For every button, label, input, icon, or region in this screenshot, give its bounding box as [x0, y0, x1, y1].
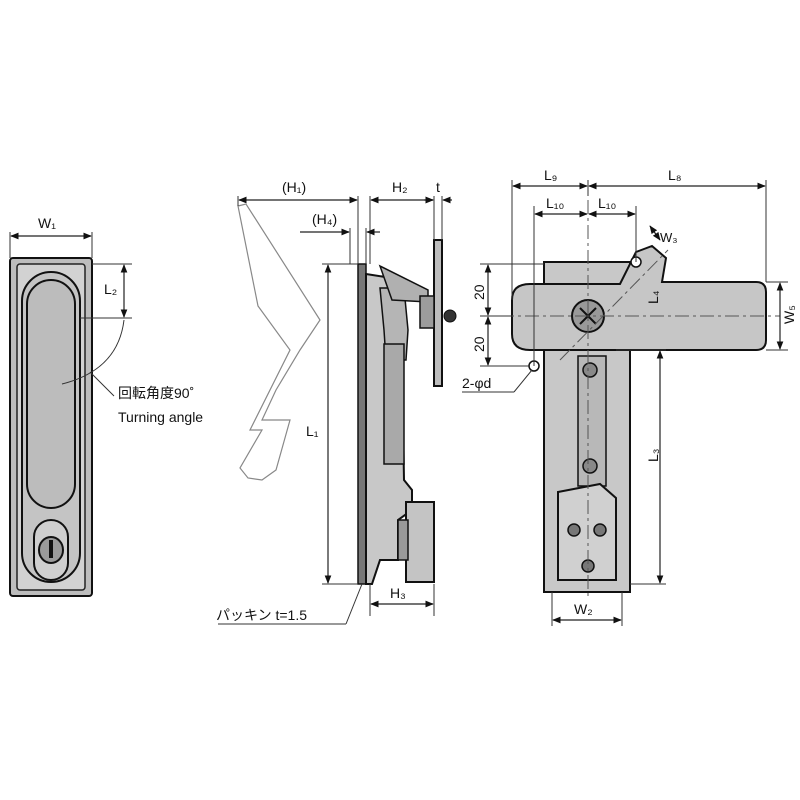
h2-label: H₂: [392, 179, 408, 195]
turning-angle-en-label: Turning angle: [118, 409, 203, 425]
turning-angle-arc: [61, 319, 125, 385]
side-shaft: [419, 295, 435, 329]
lock-screw-1: [567, 523, 581, 537]
side-view: (H₁) H₂ t (H₄) L₁ H₃ パッキン t=1.5: [216, 179, 457, 625]
back-lock-plate: [557, 482, 617, 581]
w5-label: W₅: [781, 305, 797, 324]
dim20-bottom-label: 20: [471, 336, 487, 352]
packing-leader: [345, 583, 363, 625]
w2-label: W₂: [574, 601, 593, 617]
h1-label: (H₁): [282, 179, 306, 195]
hole-label: 2-φd: [462, 375, 491, 391]
l2-label: L₂: [104, 281, 117, 297]
turning-angle-leader: [89, 371, 115, 397]
side-nut: [443, 309, 457, 323]
l3-label: L₃: [645, 449, 661, 463]
side-latch-plate: [433, 239, 443, 387]
front-handle: [26, 279, 76, 509]
turning-angle-jp-label: 回転角度90˚: [118, 385, 194, 401]
front-view: W₁ L₂ 回転角度90˚ Turning angle: [9, 215, 203, 597]
t-label: t: [436, 179, 440, 195]
packing-plate: [357, 263, 367, 585]
h4-label: (H₄): [312, 211, 337, 227]
l9-label: L₉: [544, 167, 557, 183]
lock-screw-2: [593, 523, 607, 537]
l1-label: L₁: [306, 423, 319, 439]
back-rivet-bottom: [582, 458, 598, 474]
center-line-diagonal: [559, 249, 669, 361]
w3-dim-line: [649, 225, 661, 241]
l10-left-label: L₁₀: [546, 195, 565, 211]
hole-leader: [513, 369, 533, 393]
side-lock-case: [405, 501, 435, 583]
l10-right-label: L₁₀: [598, 195, 617, 211]
packing-label: パッキン t=1.5: [216, 607, 307, 623]
back-view: L₉ L₈ L₁₀ L₁₀ W₃ 20 20 L₄ W₅ 2-φd: [462, 167, 797, 626]
key-slot: [49, 540, 53, 558]
h3-label: H₃: [390, 585, 406, 601]
side-lock-cylinder: [397, 519, 409, 561]
dim20-top-label: 20: [471, 284, 487, 300]
l4-label: L₄: [645, 290, 661, 304]
w1-label: W₁: [38, 215, 56, 231]
l8-label: L₈: [668, 167, 682, 183]
side-rod: [383, 343, 405, 465]
rotated-handle-ghost: [237, 203, 321, 481]
w3-label: W₃: [660, 230, 678, 245]
back-rivet-top: [582, 362, 598, 378]
